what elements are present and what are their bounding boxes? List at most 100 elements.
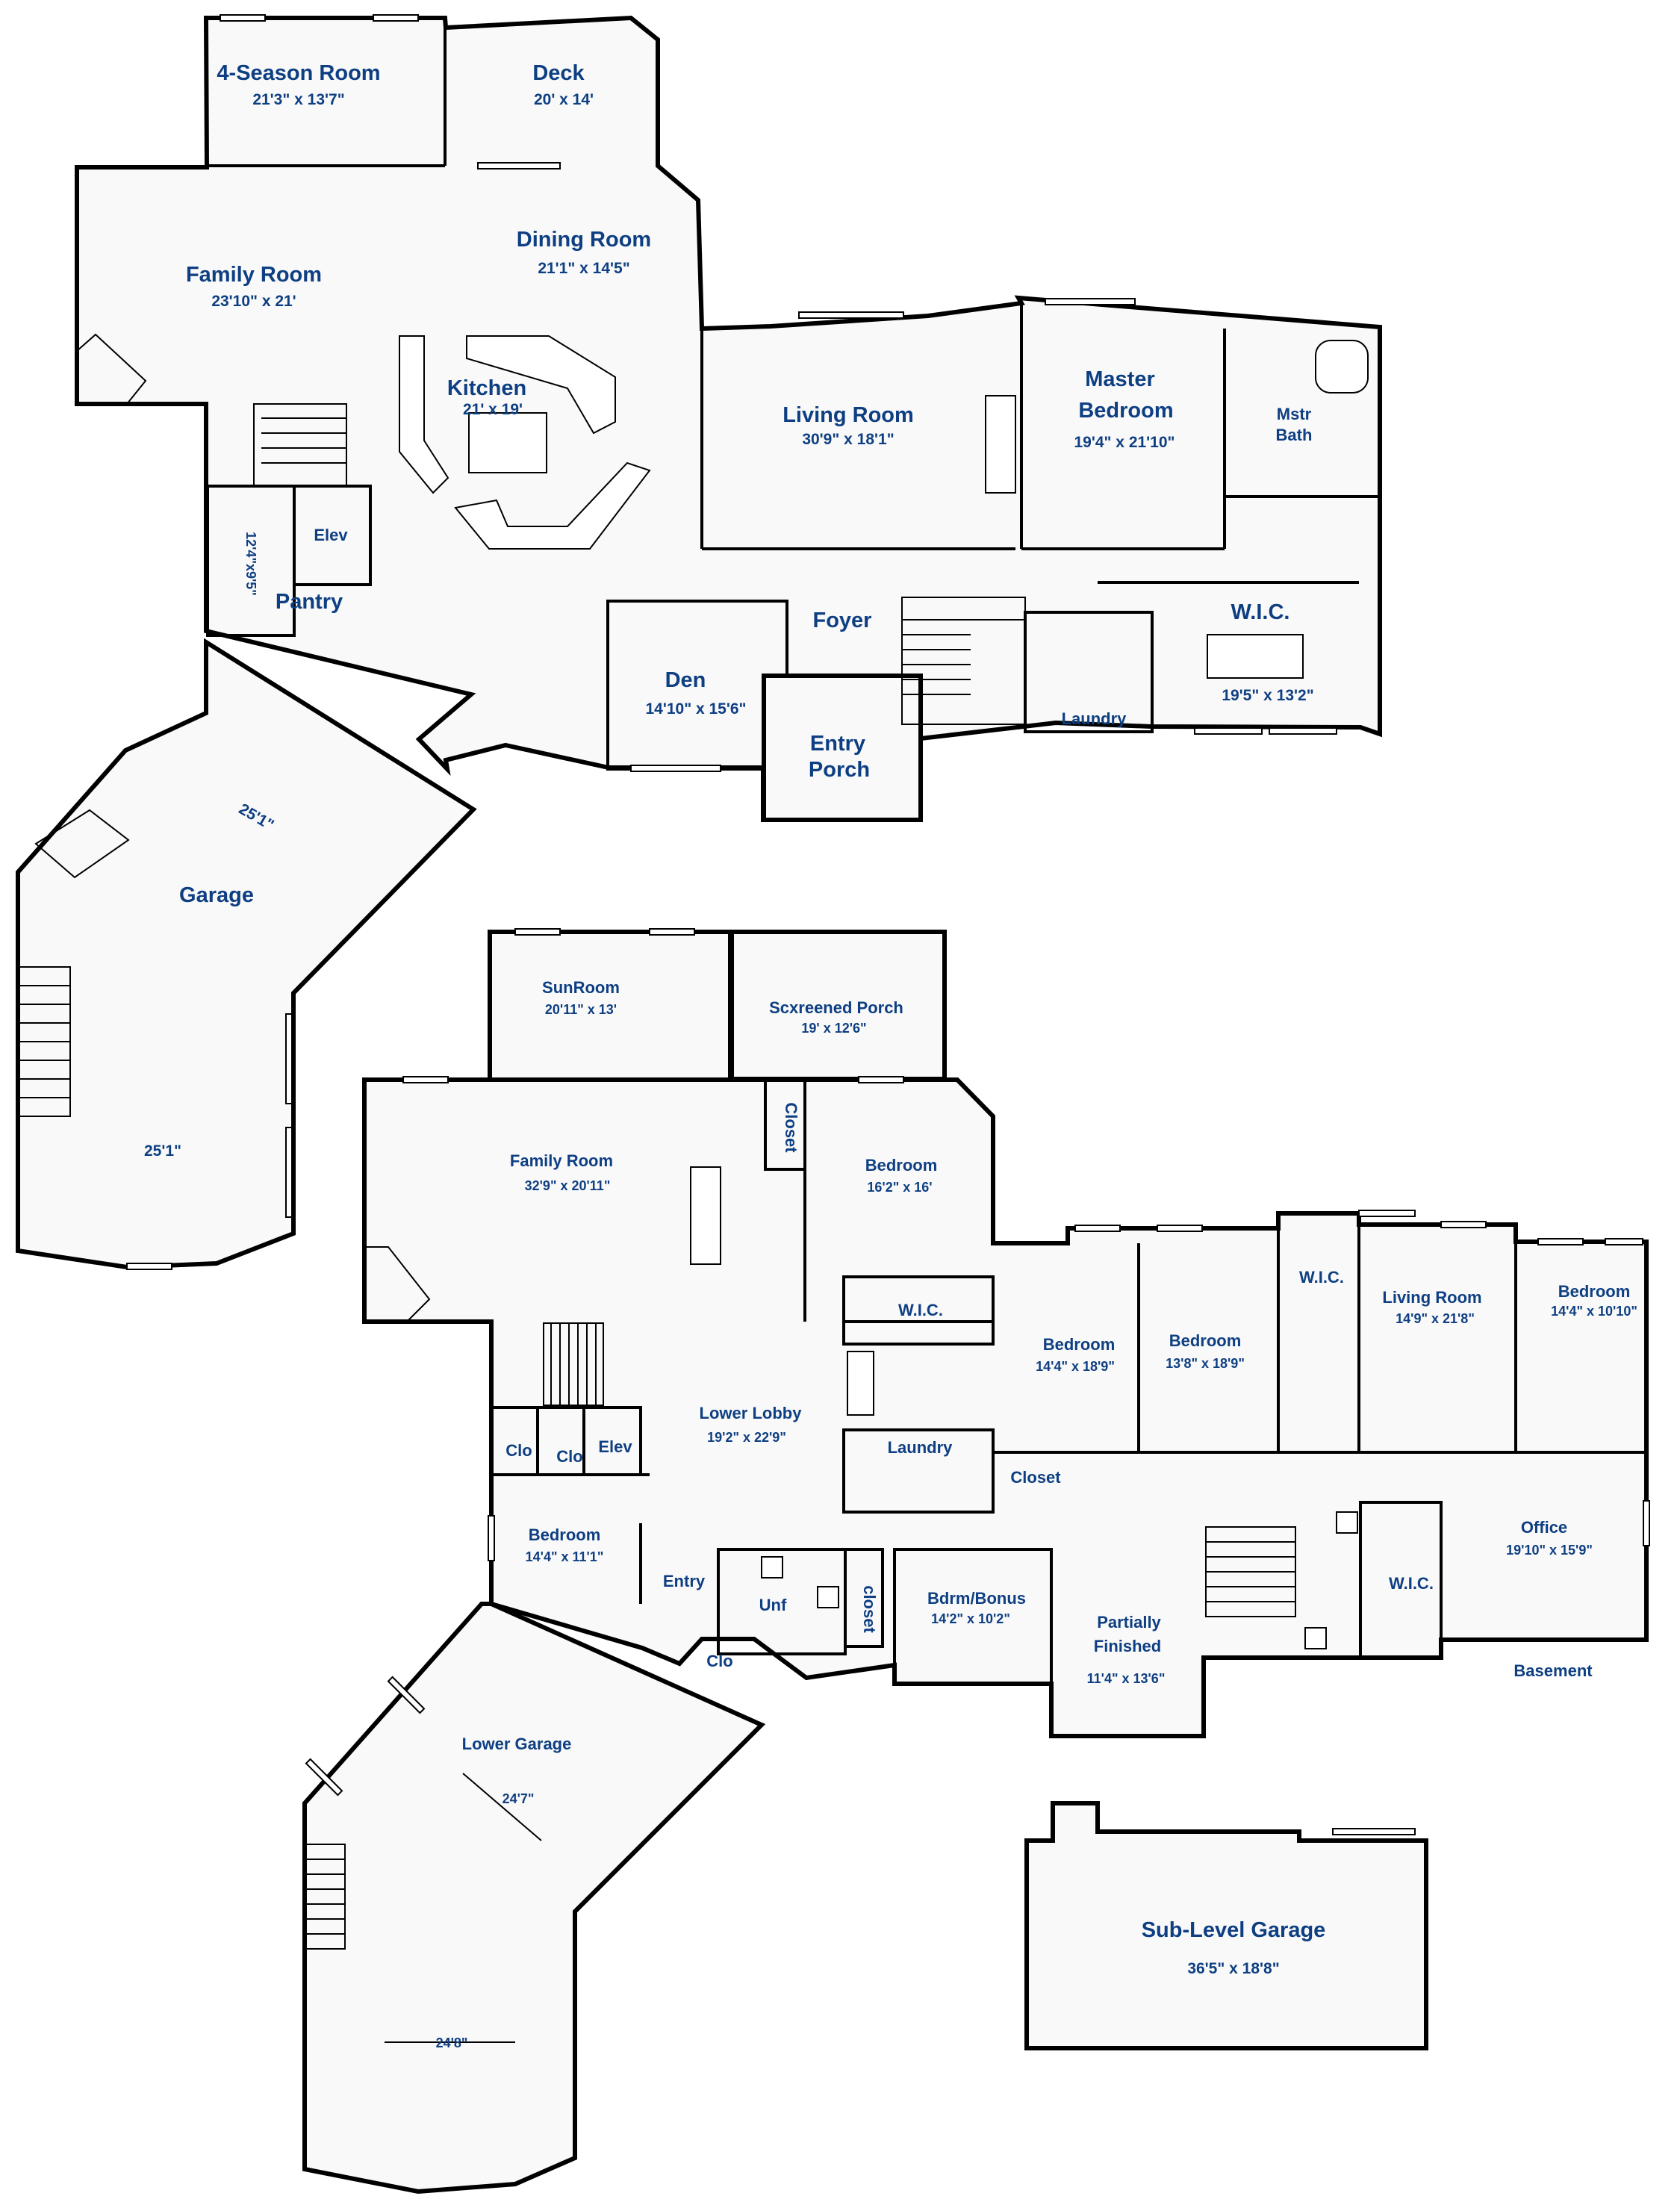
lower-family-room-name: Family Room <box>510 1151 613 1170</box>
sunroom-dim: 20'11" x 13' <box>545 1002 617 1017</box>
deck-dim: 20' x 14' <box>534 91 594 108</box>
lower-garage-outline <box>302 1602 766 2195</box>
main-wic-name: W.I.C. <box>1231 600 1290 624</box>
lower-lobby-dim: 19'2" x 22'9" <box>707 1430 786 1445</box>
bedroom-d-name: Bedroom <box>1558 1282 1631 1301</box>
mstr-bath-name-1: Mstr <box>1277 405 1312 423</box>
partially-finished-name-1: Partially <box>1097 1613 1161 1632</box>
bdrm-bonus-walls <box>893 1548 1053 1685</box>
garage-dim-bottom: 25'1" <box>144 1142 181 1160</box>
four-season-name: 4-Season Room <box>217 61 380 85</box>
pantry-closet <box>206 485 296 637</box>
basement-label: Basement <box>1513 1661 1593 1680</box>
lower-family-room-dim: 32'9" x 20'11" <box>525 1178 611 1193</box>
office-name: Office <box>1521 1518 1567 1537</box>
family-room-dim: 23'10" x 21' <box>211 293 296 310</box>
bdrm-bonus-dim: 14'2" x 10'2" <box>931 1611 1010 1626</box>
lower-tub <box>847 1351 874 1416</box>
bedroom-e-dim: 14'4" x 11'1" <box>526 1549 604 1564</box>
bedroom-b-name: Bedroom <box>1043 1335 1116 1354</box>
entry-porch-walls <box>762 674 923 822</box>
garage-staircase-left <box>19 966 71 1117</box>
kitchen-dim: 21' x 19' <box>463 401 523 418</box>
lower-windows <box>305 928 1650 1797</box>
main-floor <box>16 14 1382 1270</box>
office-dim: 19'10" x 15'9" <box>1506 1543 1593 1558</box>
lower-garage-name: Lower Garage <box>462 1735 572 1753</box>
clo-1-label: Clo <box>505 1441 532 1460</box>
wic-c-label: W.I.C. <box>1389 1574 1434 1593</box>
lower-living-room-dim: 14'9" x 21'8" <box>1396 1311 1475 1326</box>
kitchen-counter-bottom <box>454 461 651 550</box>
sunroom-name: SunRoom <box>542 978 620 997</box>
lower-garage-dim-diag: 24'7" <box>503 1791 535 1806</box>
bdrm-bonus-name: Bdrm/Bonus <box>927 1589 1026 1608</box>
wic-island <box>1207 634 1304 679</box>
living-room-name: Living Room <box>783 403 914 427</box>
partially-finished-name-2: Finished <box>1094 1637 1161 1655</box>
master-bedroom-name-1: Master <box>1085 367 1155 391</box>
clo-3-label: Clo <box>706 1652 732 1670</box>
main-elev-label: Elev <box>314 526 348 544</box>
wic-b-label: W.I.C. <box>1299 1268 1344 1287</box>
sub-level-garage-name: Sub-Level Garage <box>1142 1918 1326 1942</box>
kitchen-name: Kitchen <box>447 376 526 400</box>
closet-label: Closet <box>1010 1468 1061 1487</box>
dining-room-name: Dining Room <box>517 228 651 252</box>
pantry-label: Pantry <box>276 590 343 614</box>
kitchen-counter-peninsula <box>466 335 616 435</box>
pantry-closet-dim: 12'4"x9'5" <box>243 532 258 596</box>
laundry-walls <box>1024 611 1154 733</box>
bedroom-c-name: Bedroom <box>1169 1331 1242 1350</box>
family-room-column <box>690 1166 721 1265</box>
bedroom-b-dim: 14'4" x 18'9" <box>1036 1359 1115 1374</box>
entry-porch-name-2: Porch <box>809 758 870 782</box>
lower-living-room-name: Living Room <box>1382 1288 1481 1307</box>
kitchen-counter-left <box>399 335 449 494</box>
mstr-bath-tub <box>1315 340 1369 394</box>
four-season-dim: 21'3" x 13'7" <box>252 91 344 108</box>
screened-porch-dim: 19' x 12'6" <box>801 1021 866 1036</box>
main-staircase <box>253 403 347 487</box>
basement-staircase <box>1205 1526 1296 1617</box>
master-bedroom-name-2: Bedroom <box>1078 399 1173 423</box>
lower-lobby-staircase <box>543 1322 604 1406</box>
main-wic-dim: 19'5" x 13'2" <box>1222 687 1313 704</box>
unf-fixture-2 <box>817 1586 839 1608</box>
entry-porch-name-1: Entry <box>810 732 865 756</box>
living-room-fireplace <box>985 395 1016 494</box>
sub-level-garage-window <box>1332 1828 1416 1835</box>
sub-level-garage-dim: 36'5" x 18'8" <box>1187 1960 1279 1977</box>
unf-fixture <box>761 1556 783 1579</box>
bedroom-a-dim: 16'2" x 16' <box>867 1180 932 1195</box>
lower-floor <box>302 928 1650 2195</box>
unf-label: Unf <box>759 1596 787 1614</box>
bedroom-c-dim: 13'8" x 18'9" <box>1166 1356 1245 1371</box>
sunroom-walls <box>488 930 732 1082</box>
mstr-bath-name-2: Bath <box>1276 426 1313 444</box>
garage-staircase-diag <box>34 809 130 879</box>
family-room-name: Family Room <box>186 263 322 287</box>
entry-label: Entry <box>663 1572 706 1590</box>
family-room-fireplace-corner <box>76 333 147 405</box>
foyer-staircase <box>901 597 1026 725</box>
dining-room-dim: 21'1" x 14'5" <box>538 260 629 277</box>
bedroom-d-dim: 14'4" x 10'10" <box>1551 1304 1637 1319</box>
den-dim: 14'10" x 15'6" <box>645 700 746 718</box>
lower-elev-label: Elev <box>598 1437 632 1456</box>
basement-fixture-2 <box>1336 1511 1358 1534</box>
partially-finished-dim: 11'4" x 13'6" <box>1087 1671 1166 1686</box>
lower-garage-diag-arrow <box>462 1773 542 1841</box>
screened-porch-name: Scxreened Porch <box>769 998 903 1017</box>
closet-rot-walls <box>844 1548 884 1648</box>
wic-c-walls <box>1359 1501 1443 1659</box>
foyer-label: Foyer <box>813 609 872 632</box>
den-name: Den <box>665 668 706 692</box>
lower-laundry-walls <box>842 1428 995 1514</box>
garage-name: Garage <box>179 883 254 907</box>
bedroom-e-name: Bedroom <box>529 1525 601 1544</box>
lower-laundry-label: Laundry <box>888 1438 953 1457</box>
kitchen-island <box>468 412 547 473</box>
deck-name: Deck <box>532 61 585 85</box>
